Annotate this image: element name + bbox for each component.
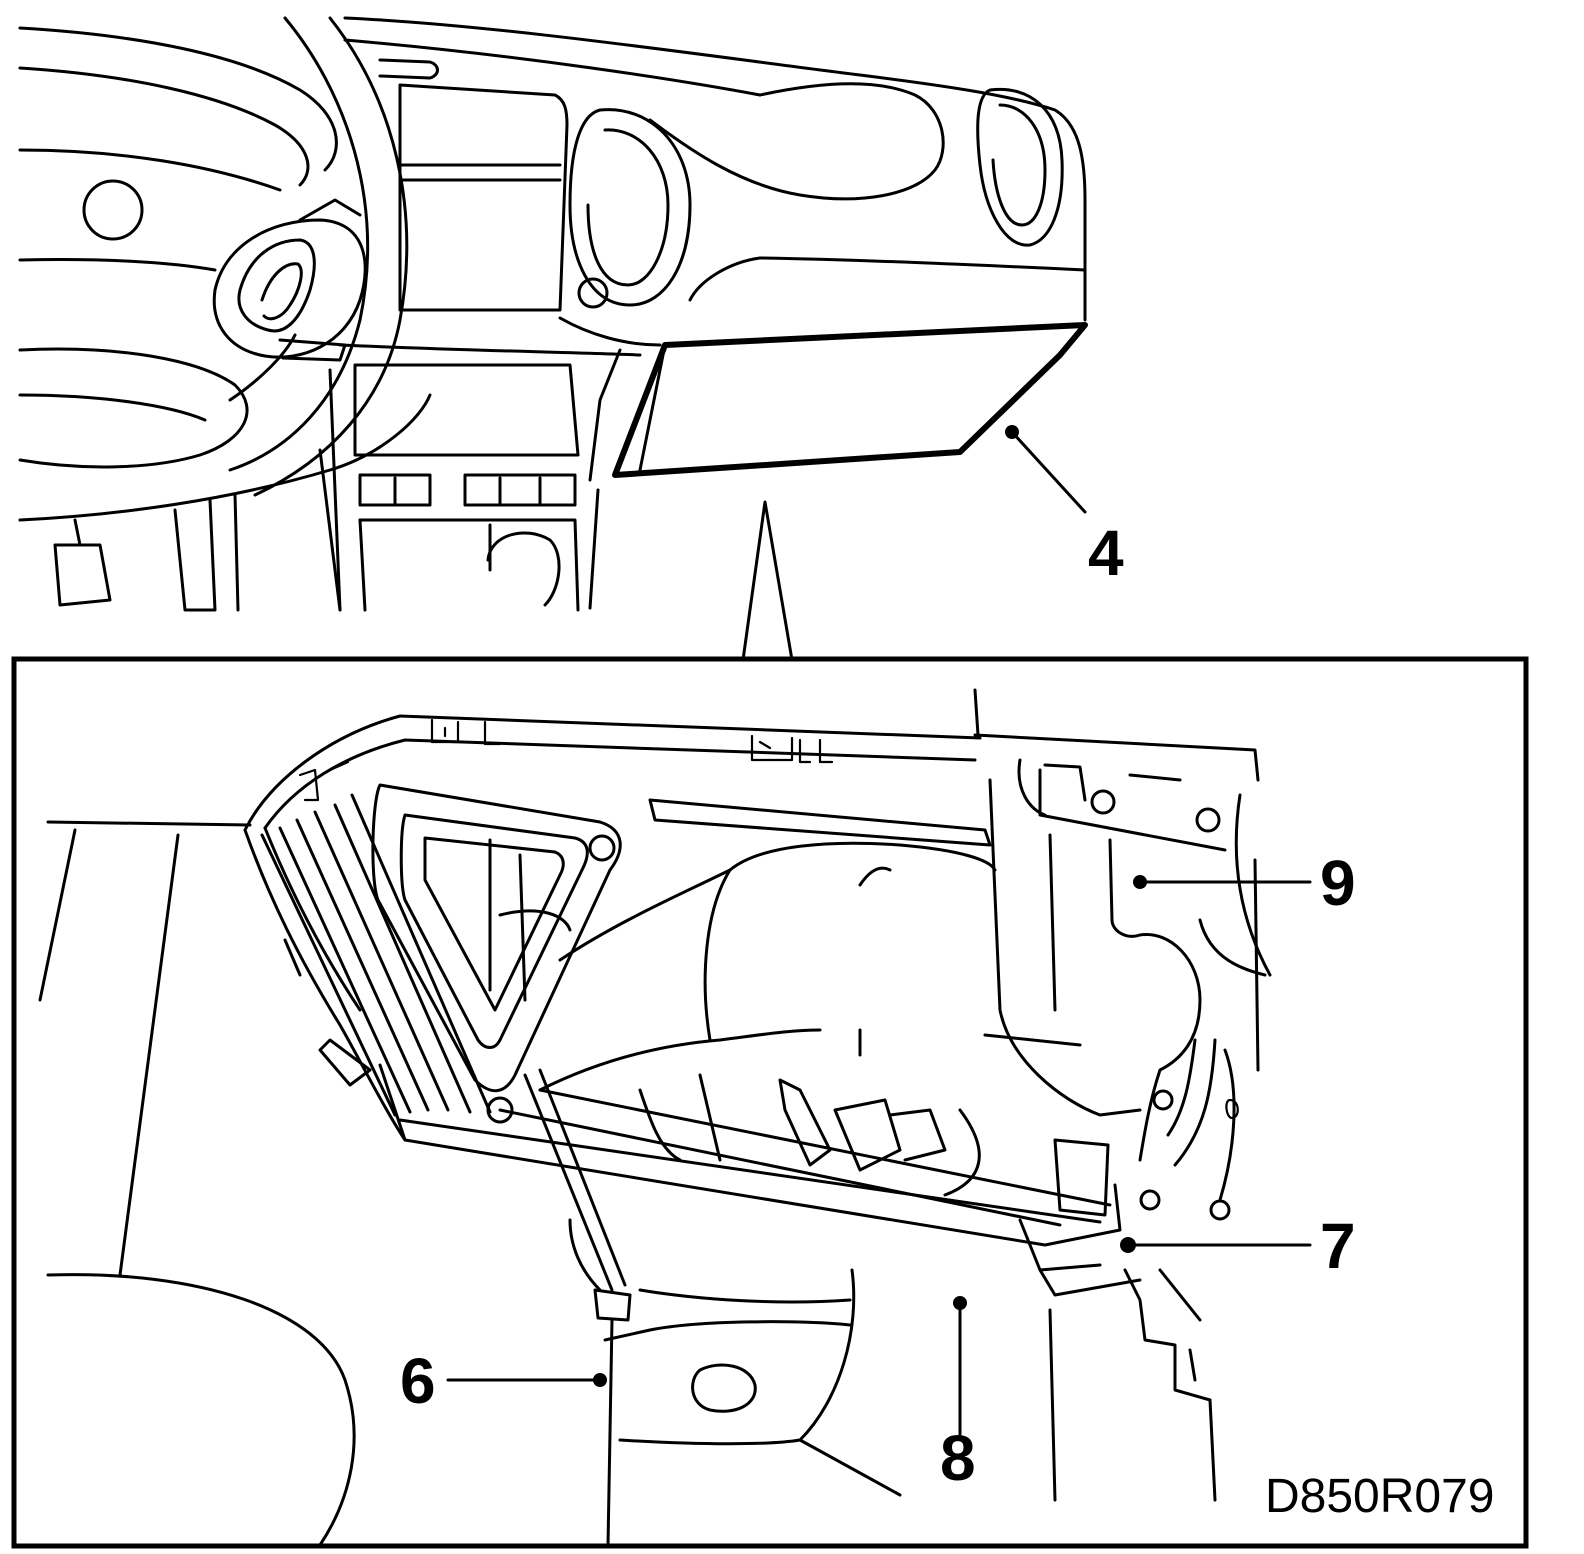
callout-7-label: 7 bbox=[1320, 1210, 1356, 1282]
callout-4-label: 4 bbox=[1088, 517, 1124, 589]
callout-8-leader bbox=[953, 1296, 967, 1437]
dashboard-overview: 4 bbox=[18, 16, 1124, 662]
zoom-pointer bbox=[741, 500, 794, 662]
glovebox-detail bbox=[38, 688, 1272, 1547]
callout-6-leader bbox=[446, 1373, 607, 1387]
callout-8-label: 8 bbox=[940, 1422, 976, 1494]
figure-code: D850R079 bbox=[1265, 1470, 1495, 1523]
callout-9-leader bbox=[1133, 875, 1312, 889]
dashboard-shell bbox=[328, 16, 1088, 612]
detail-frame bbox=[11, 656, 1529, 1549]
callout-9-label: 9 bbox=[1320, 847, 1356, 919]
steering-wheel bbox=[18, 16, 432, 612]
callout-6-label: 6 bbox=[400, 1345, 436, 1417]
callout-7-leader bbox=[1120, 1237, 1312, 1253]
callout-4-leader bbox=[1005, 425, 1087, 514]
